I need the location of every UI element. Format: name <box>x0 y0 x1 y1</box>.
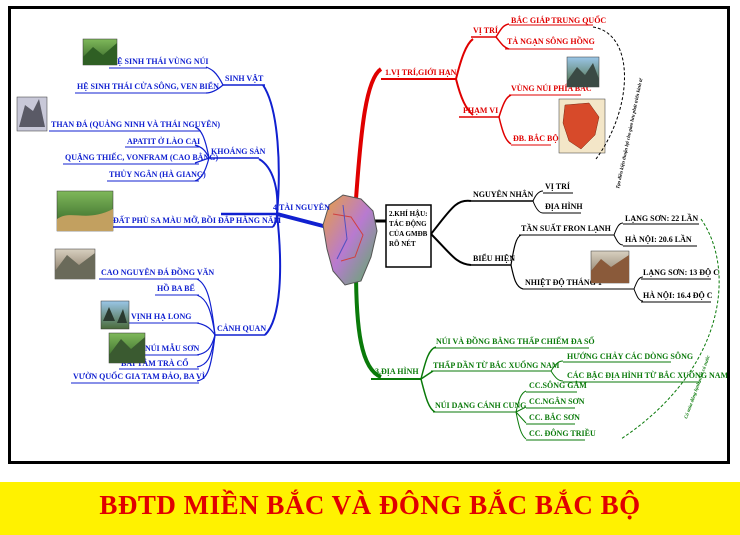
canhcung-1: CC.SÔNG GÂM <box>529 380 587 390</box>
page-title: BĐTD MIỀN BẮC VÀ ĐÔNG BẮC BẮC BỘ <box>99 490 641 520</box>
diahinh-item-3: NÚI DẠNG CÁNH CUNG <box>435 400 526 410</box>
khihau-note: Có mùa đông lạnh nhất cả nước <box>684 354 712 419</box>
dat-label: ĐẤT PHÙ SA MÀU MỠ, BỒI ĐẮP HẰNG NĂM <box>113 215 282 225</box>
branch-tainguyen: 4.TÀI NGUYÊN SINH VẬT HỆ SINH THÁI VÙNG … <box>16 38 330 384</box>
khoangsan-item-4: THỦY NGÂN (HÀ GIANG) <box>109 169 206 179</box>
nhietdo-item-2: HÀ NỘI: 16.4 ĐỘ C <box>643 290 713 300</box>
vitri-item-1: BẮC GIÁP TRUNG QUỐC <box>511 15 606 25</box>
tansuat-label: TẦN SUẤT FRON LẠNH <box>521 223 612 233</box>
vitri-item-2: TẢ NGẠN SÔNG HỒNG <box>507 36 595 46</box>
nguyennhan-label: NGUYÊN NHÂN <box>473 189 533 199</box>
branch-diahinh: 3.ĐỊA HÌNH NÚI VÀ ĐỒNG BẰNG THẤP CHIẾM Đ… <box>371 336 729 441</box>
nguyennhan-item-1: VỊ TRÍ <box>545 181 570 191</box>
canhquan-item-1: CAO NGUYÊN ĐÁ ĐỒNG VĂN <box>101 267 214 277</box>
tainguyen-label: 4.TÀI NGUYÊN <box>273 202 330 212</box>
phamvi-label: PHẠM VI <box>463 106 498 115</box>
diahinh-item-1: NÚI VÀ ĐỒNG BẰNG THẤP CHIẾM ĐA SỐ <box>436 336 595 346</box>
canhcung-2: CC.NGÂN SƠN <box>529 396 585 406</box>
mindmap-frame: 1.VỊ TRÍ,GIỚI HẠN VỊ TRÍ BẮC GIÁP TRUNG … <box>8 6 730 464</box>
sinhvat-item-1: HỆ SINH THÁI VÙNG NÚI <box>111 56 209 66</box>
center-map <box>322 194 378 286</box>
khihau-line-1: 2.KHÍ HẬU: <box>389 210 428 218</box>
khihau-line-4: RÕ NÉT <box>389 240 416 248</box>
canhquan-item-2: HỒ BA BỂ <box>157 283 195 293</box>
diahinh-item-2-sub-2: CÁC BẬC ĐỊA HÌNH TỪ BẮC XUỐNG NAM <box>567 370 727 380</box>
nhietdo-label: NHIỆT ĐỘ THÁNG 1 <box>525 277 602 287</box>
tansuat-item-1: LẠNG SƠN: 22 LẦN <box>625 213 698 223</box>
bieuhien-label: BIỂU HIỆN <box>473 253 515 263</box>
canhquan-item-4: NÚI MẪU SƠN <box>145 343 199 353</box>
phamvi-item-1: VÙNG NÚI PHÍA BẮC <box>511 83 592 93</box>
sinhvat-label: SINH VẬT <box>225 74 264 83</box>
branch-vitri-label: 1.VỊ TRÍ,GIỚI HẠN <box>385 67 457 77</box>
khihau-line-2: TÁC ĐỘNG <box>389 220 427 228</box>
vitri-label: VỊ TRÍ <box>473 25 498 35</box>
khoangsan-item-1: THAN ĐÁ (QUẢNG NINH VÀ THÁI NGUYÊN) <box>51 119 220 129</box>
khoangsan-item-2: APATIT Ở LÀO CAI <box>127 136 200 146</box>
diahinh-label: 3.ĐỊA HÌNH <box>375 366 419 376</box>
footer-banner: BĐTD MIỀN BẮC VÀ ĐÔNG BẮC BẮC BỘ <box>0 482 740 535</box>
khihau-line-3: CỦA GMĐB <box>389 230 428 238</box>
canhquan-label: CẢNH QUAN <box>217 323 266 333</box>
branch-vitri: 1.VỊ TRÍ,GIỚI HẠN VỊ TRÍ BẮC GIÁP TRUNG … <box>381 15 645 189</box>
canhcung-3: CC. BẮC SƠN <box>529 412 580 422</box>
mindmap-canvas: 1.VỊ TRÍ,GIỚI HẠN VỊ TRÍ BẮC GIÁP TRUNG … <box>16 15 729 441</box>
canhcung-4: CC. ĐÔNG TRIỀU <box>529 428 596 438</box>
khoangsan-label: KHOÁNG SẢN <box>211 146 266 156</box>
canhquan-item-5: BÃI TẮM TRÀ CỔ <box>121 358 189 368</box>
diahinh-item-2: THẤP DẦN TỪ BẮC XUỐNG NAM <box>433 360 560 370</box>
khoangsan-item-3: QUẶNG THIẾC, VONFRAM (CAO BẰNG) <box>65 152 218 162</box>
phamvi-item-2: ĐB. BẮC BỘ <box>513 133 559 143</box>
nhietdo-item-1: LẠNG SƠN: 13 ĐỘ C <box>643 268 719 277</box>
vitri-note: Tạo điều kiện thuận lợi cho giao lưu phá… <box>615 77 644 189</box>
halong-photo <box>100 300 130 330</box>
canhquan-item-6: VƯỜN QUỐC GIA TAM ĐẢO, BA VÌ <box>73 371 205 381</box>
canhquan-item-3: VỊNH HẠ LONG <box>131 312 191 321</box>
nguyennhan-item-2: ĐỊA HÌNH <box>545 201 583 211</box>
sinhvat-item-2: HỆ SINH THÁI CỬA SÔNG, VEN BIỂN <box>77 81 219 91</box>
branch-khihau: 2.KHÍ HẬU: TÁC ĐỘNG CỦA GMĐB RÕ NÉT NGUY… <box>385 181 720 440</box>
tansuat-item-2: HÀ NỘI: 20.6 LẦN <box>625 234 692 244</box>
diahinh-item-2-sub-1: HƯỚNG CHẢY CÁC DÒNG SÔNG <box>567 351 693 361</box>
khihau-box <box>385 204 432 268</box>
